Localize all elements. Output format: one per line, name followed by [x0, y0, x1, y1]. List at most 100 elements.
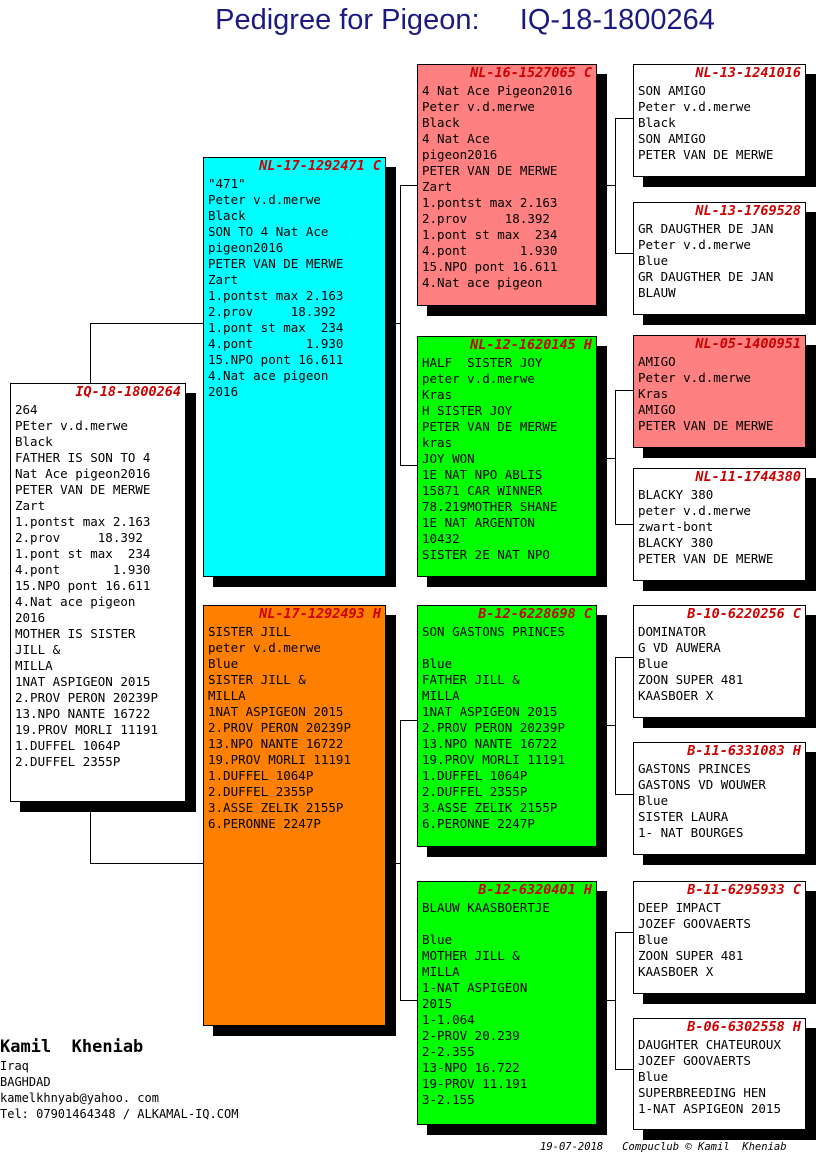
- pigeon-detail-line: 2-PROV 20.239: [422, 1028, 520, 1043]
- pigeon-detail-line: BLAUW KAASBOERTJE: [422, 900, 550, 915]
- ring-number: B-12-6320401 H: [478, 882, 592, 898]
- pigeon-detail-line: SISTER LAURA: [638, 809, 729, 824]
- pigeon-detail-line: SISTER JILL &: [208, 672, 306, 687]
- pigeon-detail-line: Blue: [638, 656, 669, 671]
- ring-number: NL-16-1527065 C: [470, 65, 592, 81]
- pigeon-detail-line: PETER VAN DE MERWE: [638, 147, 774, 162]
- connector: [400, 1000, 417, 1001]
- connector: [386, 863, 401, 864]
- ring-number: NL-11-1744380: [695, 469, 801, 485]
- pigeon-detail-line: JOY WON: [422, 451, 475, 466]
- owner-contact: Tel: 07901464348 / ALKAMAL-IQ.COM: [0, 1107, 239, 1121]
- pigeon-detail-line: DAUGHTER CHATEUROUX: [638, 1037, 781, 1052]
- pigeon-detail-line: GR DAUGTHER DE JAN: [638, 221, 774, 236]
- pigeon-detail-line: PETER VAN DE MERWE: [422, 419, 558, 434]
- pigeon-detail-line: 2016: [208, 384, 239, 399]
- pigeon-detail-line: 4 Nat Ace Pigeon2016: [422, 83, 573, 98]
- pigeon-detail-line: 1E NAT ARGENTON: [422, 515, 535, 530]
- pigeon-detail-line: zwart-bont: [638, 519, 714, 534]
- pigeon-detail-line: 2.PROV PERON 20239P: [15, 690, 158, 705]
- pigeon-detail-line: 1.pontst max 2.163: [15, 514, 151, 529]
- pigeon-detail-line: Black: [15, 434, 53, 449]
- pigeon-detail-line: peter v.d.merwe: [422, 371, 535, 386]
- pigeon-detail-line: 1.DUFFEL 1064P: [15, 738, 121, 753]
- pigeon-detail-line: 13.NPO NANTE 16722: [208, 736, 344, 751]
- pigeon-detail-line: HALF SISTER JOY: [422, 355, 543, 370]
- ring-number: B-11-6331083 H: [687, 743, 801, 759]
- ring-number: B-12-6228698 C: [478, 606, 592, 622]
- pigeon-detail-line: 1.DUFFEL 1064P: [422, 768, 528, 783]
- pigeon-detail-line: 264: [15, 402, 38, 417]
- pigeon-detail-line: 1NAT ASPIGEON 2015: [422, 704, 558, 719]
- pigeon-detail-line: GASTONS PRINCES: [638, 761, 751, 776]
- pigeon-detail-line: 1.pontst max 2.163: [422, 195, 558, 210]
- pigeon-detail-line: 1.pont st max 234: [208, 320, 344, 335]
- pigeon-detail-line: 2.prov 18.392: [422, 211, 550, 226]
- pigeon-detail-line: PETER VAN DE MERWE: [15, 482, 151, 497]
- pigeon-detail-line: ZOON SUPER 481: [638, 948, 744, 963]
- pigeon-detail-line: Blue: [422, 932, 453, 947]
- ring-number: B-06-6302558 H: [687, 1019, 801, 1035]
- pigeon-detail-line: 13.NPO NANTE 16722: [422, 736, 558, 751]
- pigeon-detail-line: 1.pont st max 234: [15, 546, 151, 561]
- pigeon-detail-line: 2.PROV PERON 20239P: [422, 720, 565, 735]
- pigeon-detail-line: MILLA: [422, 964, 460, 979]
- pigeon-detail-line: 2.PROV PERON 20239P: [208, 720, 351, 735]
- pigeon-detail-line: 4.Nat ace pigeon: [15, 594, 136, 609]
- connector: [615, 657, 633, 658]
- pigeon-detail-line: peter v.d.merwe: [638, 503, 751, 518]
- pigeon-detail-line: JILL &: [15, 642, 61, 657]
- pigeon-detail-line: SON AMIGO: [638, 131, 706, 146]
- pigeon-detail-line: KAASBOER X: [638, 688, 714, 703]
- pigeon-detail-line: 6.PERONNE 2247P: [208, 816, 321, 831]
- pigeon-detail-line: 15.NPO pont 16.611: [422, 259, 558, 274]
- pigeon-detail-line: SUPERBREEDING HEN: [638, 1085, 766, 1100]
- pigeon-detail-line: 6.PERONNE 2247P: [422, 816, 535, 831]
- pigeon-detail-line: 19.PROV MORLI 11191: [15, 722, 158, 737]
- connector: [597, 725, 616, 726]
- pigeon-detail-line: BLAUW: [638, 285, 676, 300]
- pigeon-detail-line: 1-NAT ASPIGEON 2015: [638, 1101, 781, 1116]
- pigeon-detail-line: Blue: [638, 253, 669, 268]
- pigeon-detail-line: 13-NPO 16.722: [422, 1060, 520, 1075]
- pigeon-detail-line: BLACKY 380: [638, 535, 714, 550]
- pigeon-detail-line: Peter v.d.merwe: [638, 370, 751, 385]
- pigeon-detail-line: Blue: [638, 1069, 669, 1084]
- pigeon-detail-line: Kras: [422, 387, 453, 402]
- ring-number: NL-12-1620145 H: [470, 337, 592, 353]
- pigeon-detail-line: 78.219MOTHER SHANE: [422, 499, 558, 514]
- ring-number: NL-13-1769528: [695, 203, 801, 219]
- pigeon-detail-line: JOZEF GOOVAERTS: [638, 1053, 751, 1068]
- pigeon-detail-line: 2.prov 18.392: [15, 530, 143, 545]
- ring-number: B-11-6295933 C: [687, 882, 801, 898]
- connector: [615, 794, 633, 795]
- pigeon-detail-line: SON TO 4 Nat Ace: [208, 224, 329, 239]
- page-title: Pedigree for Pigeon: IQ-18-1800264: [215, 4, 715, 36]
- pigeon-detail-line: 15.NPO pont 16.611: [208, 352, 344, 367]
- pigeon-detail-line: 13.NPO NANTE 16722: [15, 706, 151, 721]
- pigeon-detail-line: DOMINATOR: [638, 624, 706, 639]
- pigeon-detail-line: G VD AUWERA: [638, 640, 721, 655]
- pigeon-detail-line: 2016: [15, 610, 46, 625]
